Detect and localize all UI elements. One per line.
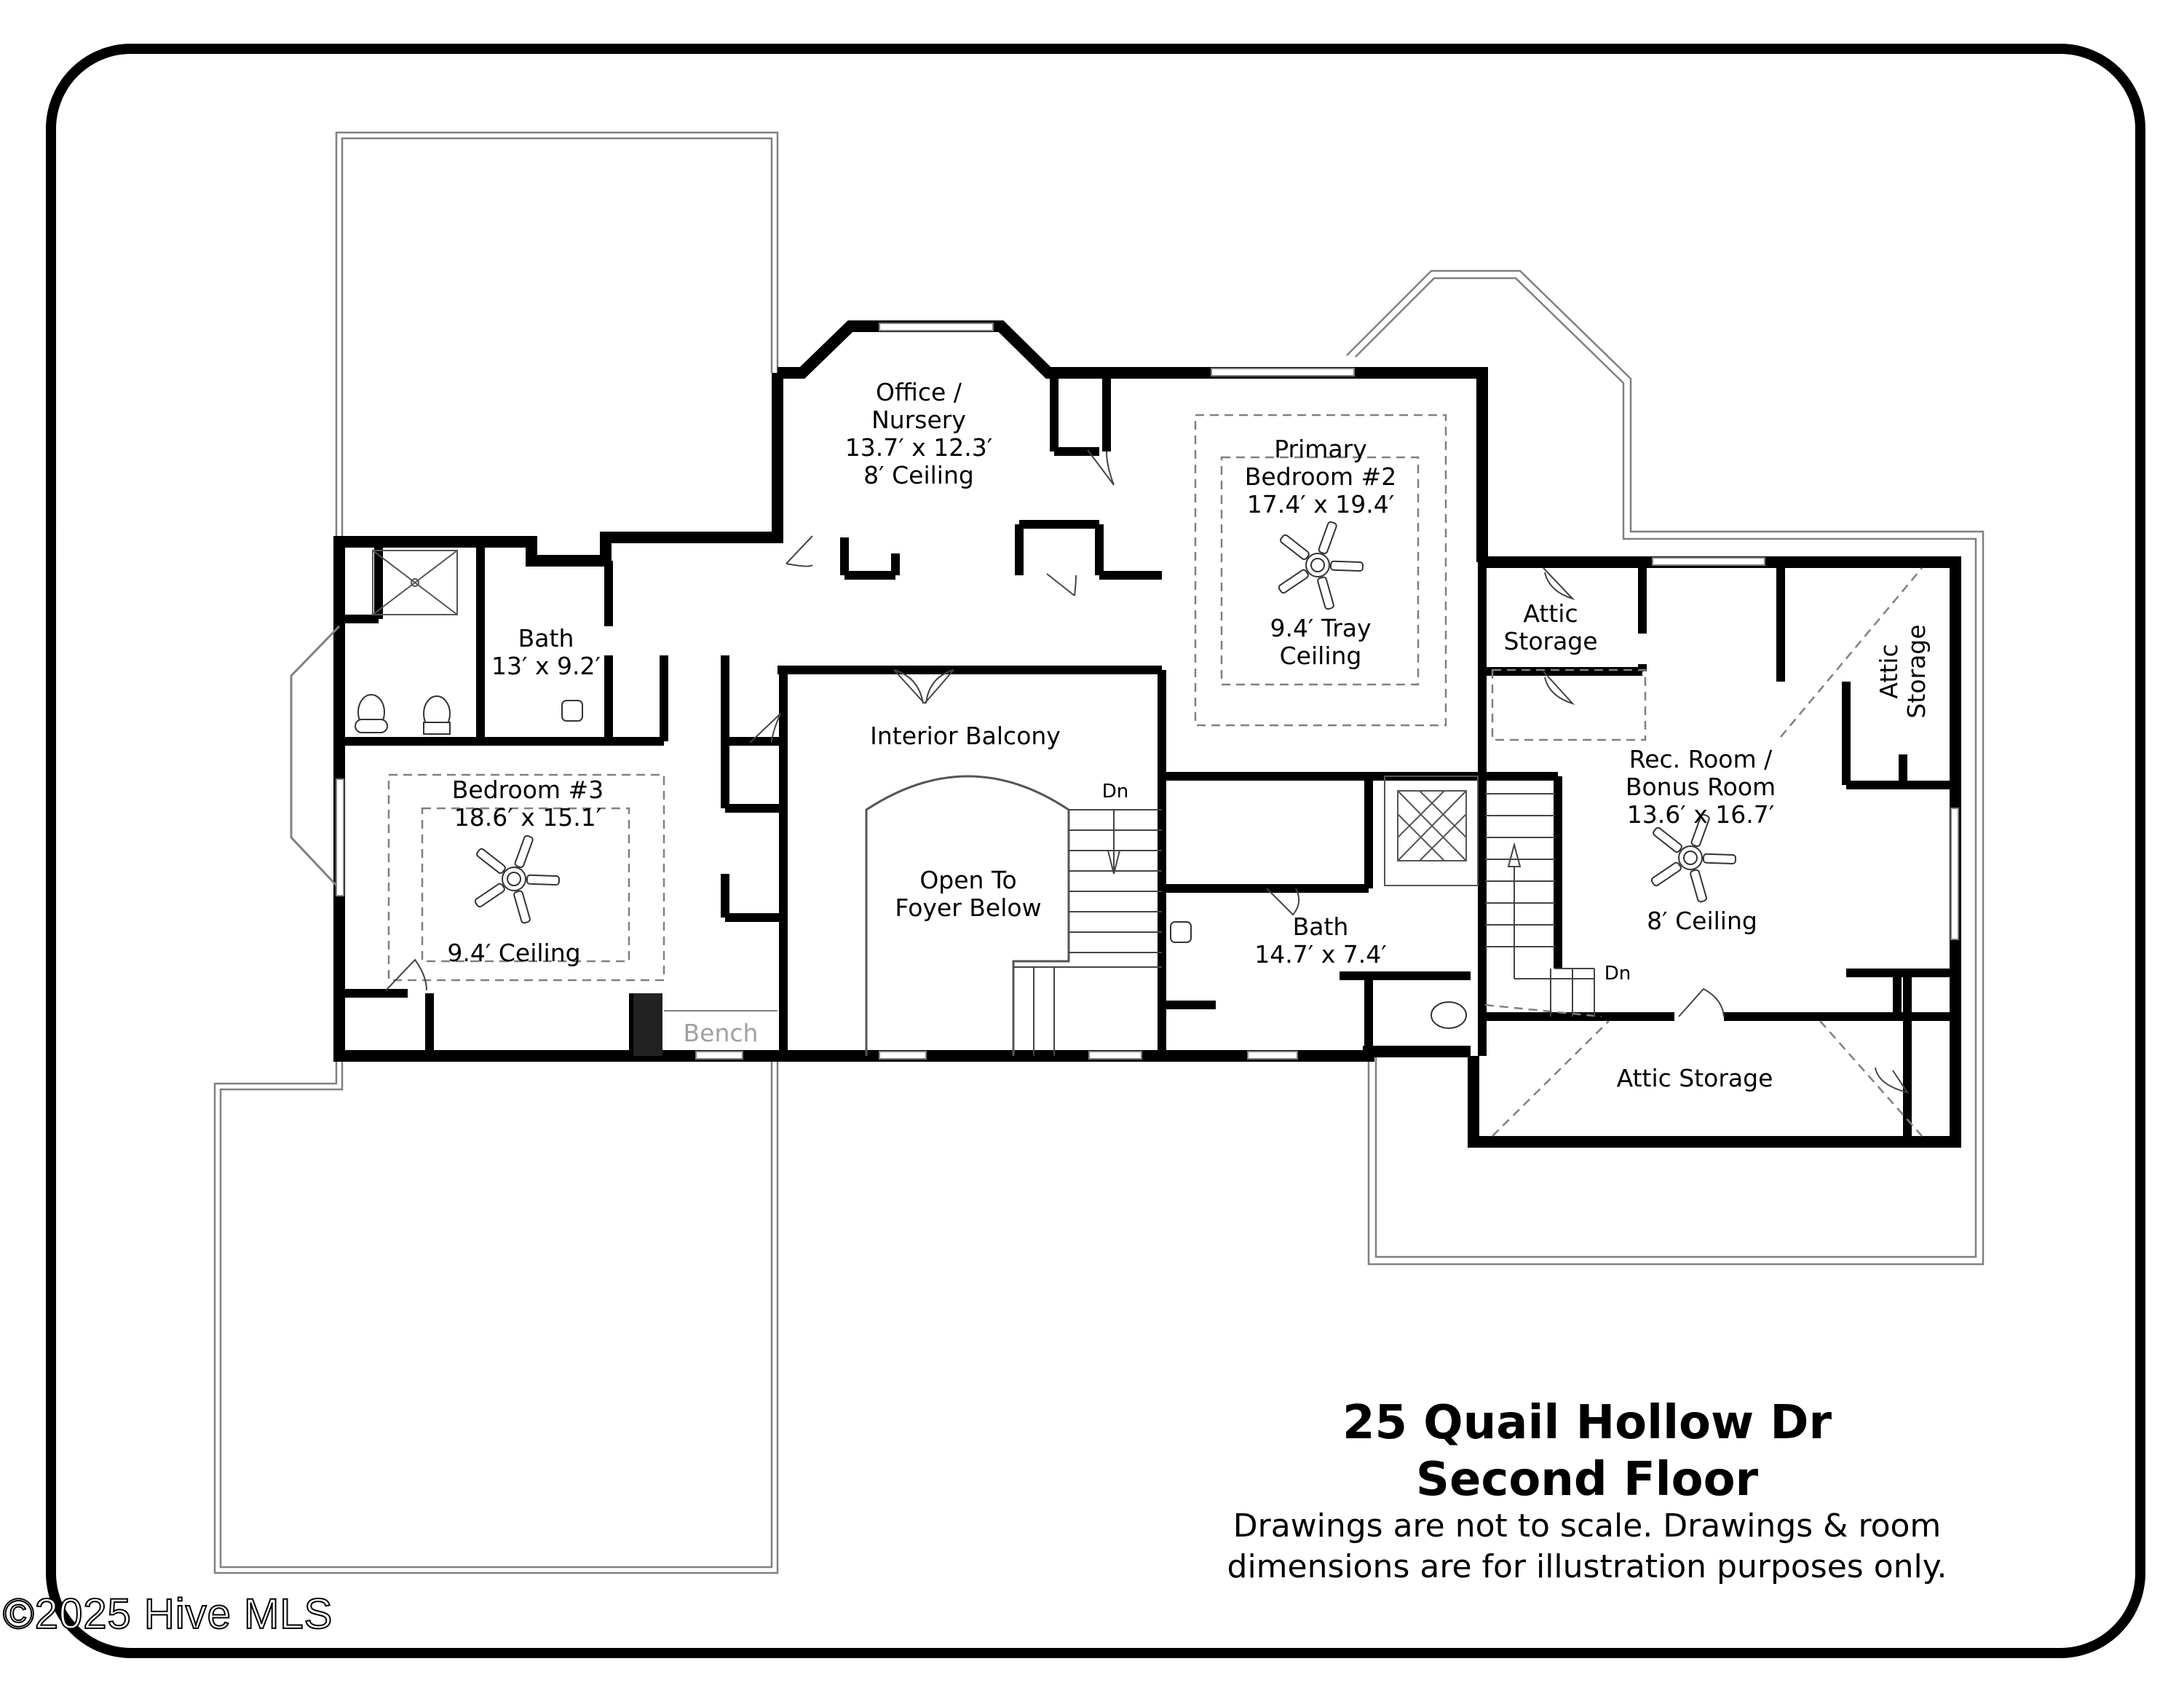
interior-walls	[339, 373, 1955, 1142]
attic-storage-right-line1: Attic	[1875, 644, 1903, 699]
roof-outlines	[213, 131, 1985, 1574]
bath-center-name: Bath	[1292, 912, 1349, 941]
bedroom3-label: Bedroom #3 18.6′ x 15.1′	[452, 776, 604, 832]
stairs-down-text-2: Dn	[1604, 963, 1631, 985]
address-title: 25 Quail Hollow Dr	[1342, 1396, 1832, 1450]
rec-room-dims: 13.6′ x 16.7′	[1626, 800, 1775, 829]
door-swings	[385, 449, 1910, 1094]
bedroom3-ceiling-label: 9.4′ Ceiling	[447, 939, 580, 967]
primary-bedroom-name-line2: Bedroom #2	[1244, 462, 1397, 491]
attic-storage-right-line2: Storage	[1902, 624, 1931, 719]
primary-bedroom-ceiling-label: 9.4′ Tray Ceiling	[1270, 615, 1371, 670]
interior-balcony-name: Interior Balcony	[870, 722, 1061, 750]
bath-center-dims: 14.7′ x 7.4′	[1254, 940, 1387, 969]
stairs-down-label-2: Dn	[1605, 960, 1631, 987]
bench-text: Bench	[683, 1019, 759, 1047]
bath-left-label: Bath 13′ x 9.2′	[491, 625, 601, 680]
rec-room-label: Rec. Room / Bonus Room 13.6′ x 16.7′	[1626, 746, 1776, 829]
bedroom3-dims: 18.6′ x 15.1′	[454, 803, 602, 832]
exterior-walls	[290, 320, 1961, 1148]
stairs-down-text-1: Dn	[1101, 781, 1129, 802]
open-foyer-line2: Foyer Below	[895, 894, 1042, 922]
attic-storage-top-line1: Attic	[1523, 599, 1578, 628]
rec-room-ceiling-label: 8′ Ceiling	[1647, 907, 1757, 935]
ceiling-fan-icons	[474, 521, 1737, 924]
bedroom3-ceiling: 9.4′ Ceiling	[447, 939, 581, 967]
windows	[336, 323, 1959, 1060]
bath-center-label: Bath 14.7′ x 7.4′	[1254, 913, 1386, 969]
bath-left-dims: 13′ x 9.2′	[491, 652, 601, 680]
floor-title: Second Floor	[1415, 1453, 1759, 1507]
primary-bedroom-label: Primary Bedroom #2 17.4′ x 19.4′	[1245, 435, 1396, 518]
bench-label: Bench	[684, 1019, 759, 1047]
bath-left-name: Bath	[518, 624, 574, 652]
attic-storage-top-line2: Storage	[1503, 627, 1598, 655]
title-block: 25 Quail Hollow Dr Second Floor	[1342, 1395, 1832, 1508]
copyright-watermark: ©2025 Hive MLS	[2, 1590, 333, 1638]
tray-ceiling-outlines	[387, 414, 1923, 1137]
primary-bedroom-ceiling-line1: 9.4′ Tray	[1270, 614, 1372, 642]
office-ceiling: 8′ Ceiling	[863, 461, 974, 489]
stairs-down-label-1: Dn	[1102, 778, 1129, 805]
left-bath-shower	[372, 550, 458, 615]
office-name-line1: Office /	[876, 378, 962, 406]
attic-storage-bottom-label: Attic Storage	[1617, 1065, 1773, 1092]
open-foyer-label: Open To Foyer Below	[895, 867, 1041, 922]
fireplace-column	[633, 993, 662, 1056]
primary-bedroom-ceiling-line2: Ceiling	[1279, 642, 1362, 670]
attic-storage-top-label: Attic Storage	[1503, 600, 1597, 655]
page-frame	[46, 44, 2145, 1658]
office-name-line2: Nursery	[871, 406, 966, 434]
disclaimer: Drawings are not to scale. Drawings & ro…	[1227, 1506, 1947, 1588]
primary-bedroom-name-line1: Primary	[1274, 435, 1367, 463]
bedroom3-name: Bedroom #3	[451, 776, 604, 804]
rec-room-name-line2: Bonus Room	[1625, 773, 1776, 801]
interior-balcony-label: Interior Balcony	[870, 722, 1061, 750]
office-label: Office / Nursery 13.7′ x 12.3′ 8′ Ceilin…	[845, 379, 992, 489]
shower-tile-pattern	[1384, 776, 1479, 886]
attic-storage-right-label: Attic Storage	[1875, 624, 1931, 718]
rec-room-ceiling: 8′ Ceiling	[1647, 907, 1757, 935]
plumbing-fixtures	[355, 694, 1467, 1029]
disclaimer-line1: Drawings are not to scale. Drawings & ro…	[1233, 1507, 1942, 1545]
attic-storage-bottom-name: Attic Storage	[1616, 1064, 1773, 1092]
office-dims: 13.7′ x 12.3′	[844, 433, 993, 462]
open-foyer-line1: Open To	[919, 866, 1017, 894]
foyer-arch-railing	[865, 775, 1070, 1056]
rec-room-name-line1: Rec. Room /	[1629, 745, 1773, 773]
primary-bedroom-dims: 17.4′ x 19.4′	[1246, 490, 1395, 518]
main-staircase	[1013, 809, 1162, 1056]
disclaimer-line2: dimensions are for illustration purposes…	[1227, 1548, 1947, 1585]
rec-room-staircase	[1485, 793, 1595, 1017]
